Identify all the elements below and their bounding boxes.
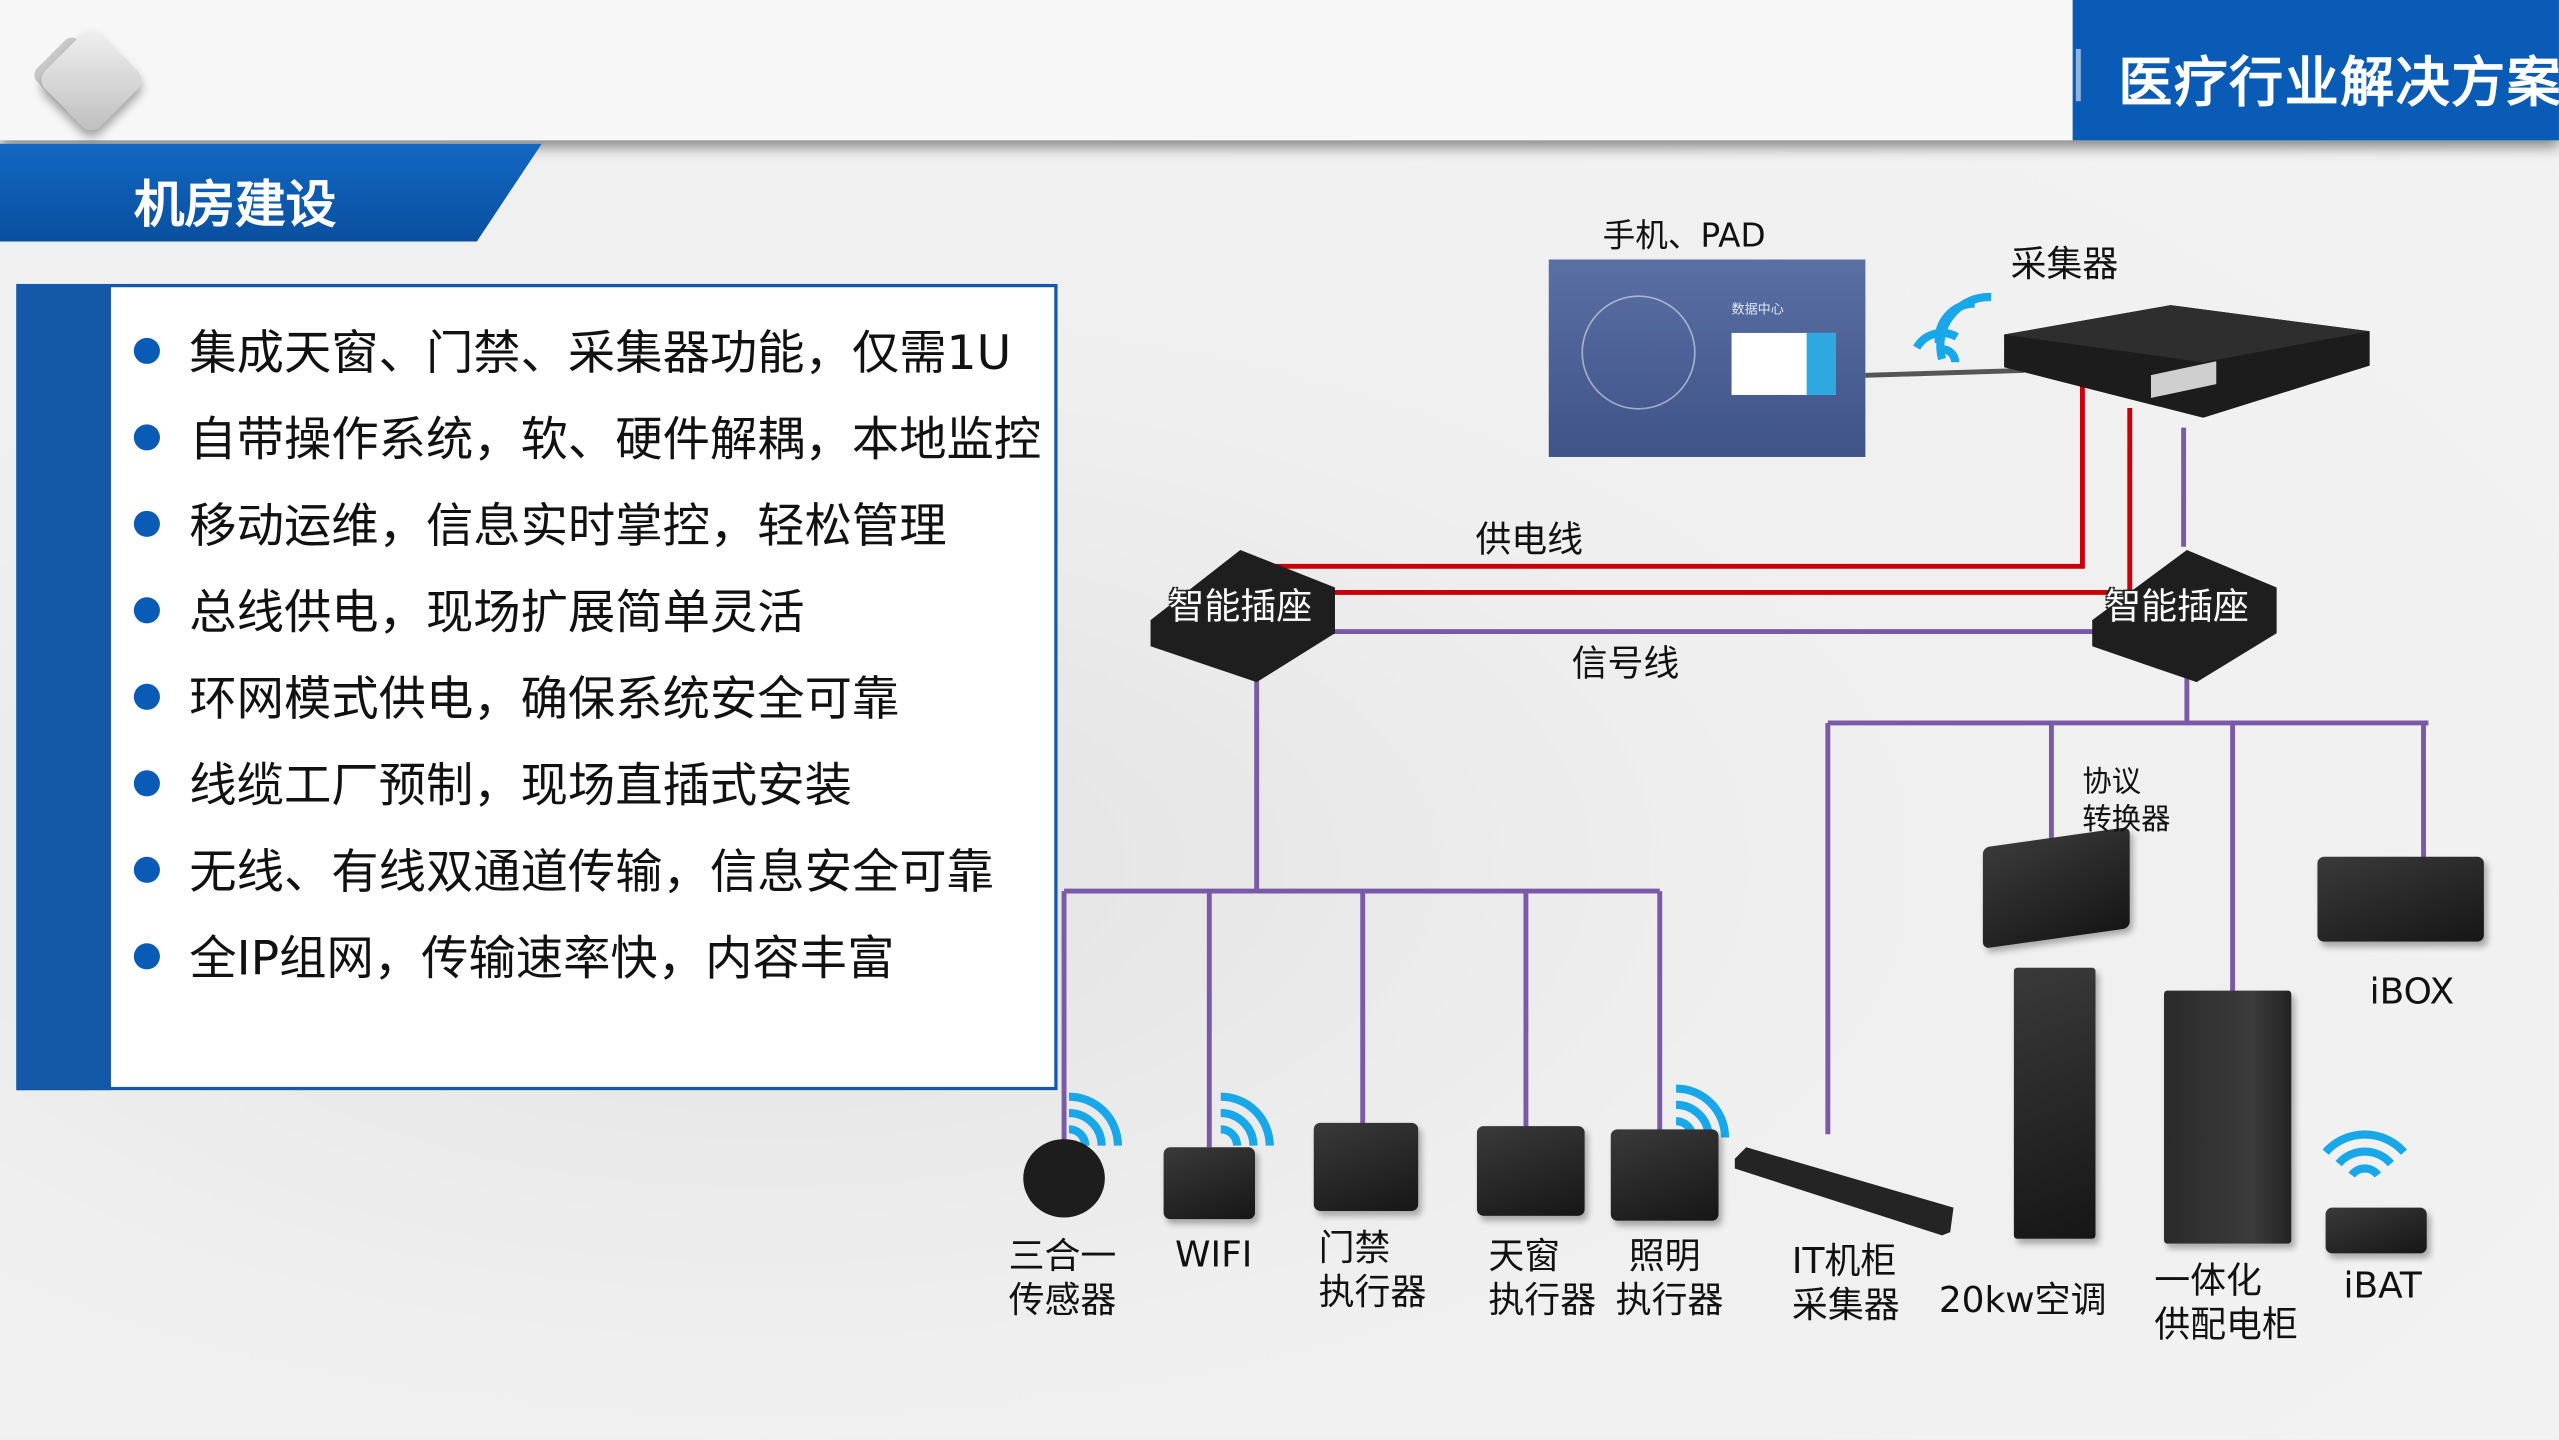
label-line: 转换器 [2082, 802, 2171, 838]
wifi-icon [1913, 292, 1992, 363]
lighting-actuator-device [1610, 1129, 1719, 1221]
signal-line-label: 信号线 [1571, 644, 1680, 686]
ibox-label: iBOX [2369, 972, 2455, 1014]
ibat-device [2325, 1207, 2427, 1254]
label-line: 执行器 [1488, 1281, 1597, 1322]
smart-socket-left-label: 智能插座 [1168, 587, 1313, 629]
wifi-device [1163, 1147, 1256, 1220]
signal-lines [1061, 427, 2429, 1148]
wifi-label: WIFI [1175, 1235, 1253, 1277]
ac-label: 20kw空调 [1938, 1281, 2107, 1322]
label-line: IT机柜 [1791, 1241, 1897, 1283]
label-line: 采集器 [1791, 1286, 1900, 1327]
it-collector-device [1734, 1147, 1954, 1236]
door-label: 门禁 执行器 [1319, 1227, 1427, 1315]
sensor-device [1023, 1139, 1105, 1218]
smart-socket-left [1150, 549, 1335, 683]
skylight-label: 天窗 执行器 [1488, 1235, 1596, 1323]
lighting-label: 照明 执行器 [1616, 1235, 1724, 1323]
feature-item: 移动运维，信息实时掌控，轻松管理 [131, 483, 1045, 569]
ac-unit-device [2013, 967, 2096, 1239]
protocol-converter-label: 协议 转换器 [2082, 764, 2170, 839]
page-title: 医疗行业解决方案 [2118, 50, 2559, 115]
section-tab [0, 143, 542, 242]
login-form [1731, 332, 1836, 395]
title-banner [2072, 0, 2559, 141]
feature-list: 集成天窗、门禁、采集器功能，仅需1U 自带操作系统，软、硬件解耦，本地监控 移动… [131, 310, 1045, 1002]
power-cabinet-device [2164, 990, 2292, 1244]
label-line: 照明 [1628, 1237, 1701, 1278]
feature-item: 环网模式供电，确保系统安全可靠 [131, 656, 1045, 742]
ibox-device [2317, 856, 2484, 942]
power-line-1 [1256, 383, 2085, 569]
feature-item: 无线、有线双通道传输，信息安全可靠 [131, 829, 1045, 915]
label-line: 传感器 [1008, 1281, 1117, 1322]
label-line: 门禁 [1318, 1228, 1391, 1270]
mobile-dashboard-screen: 数据中心 [1548, 259, 1866, 457]
label-line: 一体化 [2154, 1261, 2262, 1303]
mobile-label: 手机、PAD [1602, 215, 1766, 255]
label-line: 执行器 [1615, 1281, 1724, 1322]
label-line: 供配电柜 [2154, 1305, 2298, 1347]
network-cable [1865, 368, 2024, 378]
label-line: 三合一 [1008, 1237, 1117, 1278]
collector-label: 采集器 [2010, 244, 2119, 286]
feature-item: 全IP组网，传输速率快，内容丰富 [131, 916, 1045, 1002]
feature-item: 集成天窗、门禁、采集器功能，仅需1U [131, 310, 1045, 396]
power-cabinet-label: 一体化 供配电柜 [2154, 1260, 2298, 1348]
wifi-icon [2322, 1130, 2407, 1178]
section-title: 机房建设 [133, 176, 337, 236]
wifi-icon [1068, 1092, 1122, 1147]
title-divider [2075, 48, 2081, 102]
sensor-label: 三合一 传感器 [1009, 1235, 1117, 1323]
login-button-graphic [1806, 332, 1836, 395]
wifi-icon [1220, 1092, 1274, 1147]
protocol-converter-device [1982, 826, 2130, 949]
door-actuator-device [1313, 1122, 1419, 1211]
power-line-label: 供电线 [1475, 520, 1584, 562]
skylight-actuator-device [1476, 1126, 1585, 1216]
dashboard-ring-icon [1581, 295, 1696, 410]
it-collector-label: IT机柜 采集器 [1792, 1240, 1900, 1328]
feature-box-strip [16, 283, 111, 1091]
label-line: 天窗 [1488, 1237, 1561, 1278]
smart-socket-right-label: 智能插座 [2105, 587, 2249, 629]
feature-item: 自带操作系统，软、硬件解耦，本地监控 [131, 397, 1045, 483]
ibat-label: iBAT [2343, 1266, 2422, 1308]
screen-title: 数据中心 [1731, 301, 1784, 317]
label-line: 协议 [2082, 765, 2142, 800]
feature-item: 总线供电，现场扩展简单灵活 [131, 570, 1045, 656]
feature-item: 线缆工厂预制，现场直插式安装 [131, 743, 1045, 829]
label-line: 执行器 [1318, 1272, 1427, 1314]
smart-socket-right [2092, 549, 2277, 683]
feature-box [16, 283, 1058, 1091]
